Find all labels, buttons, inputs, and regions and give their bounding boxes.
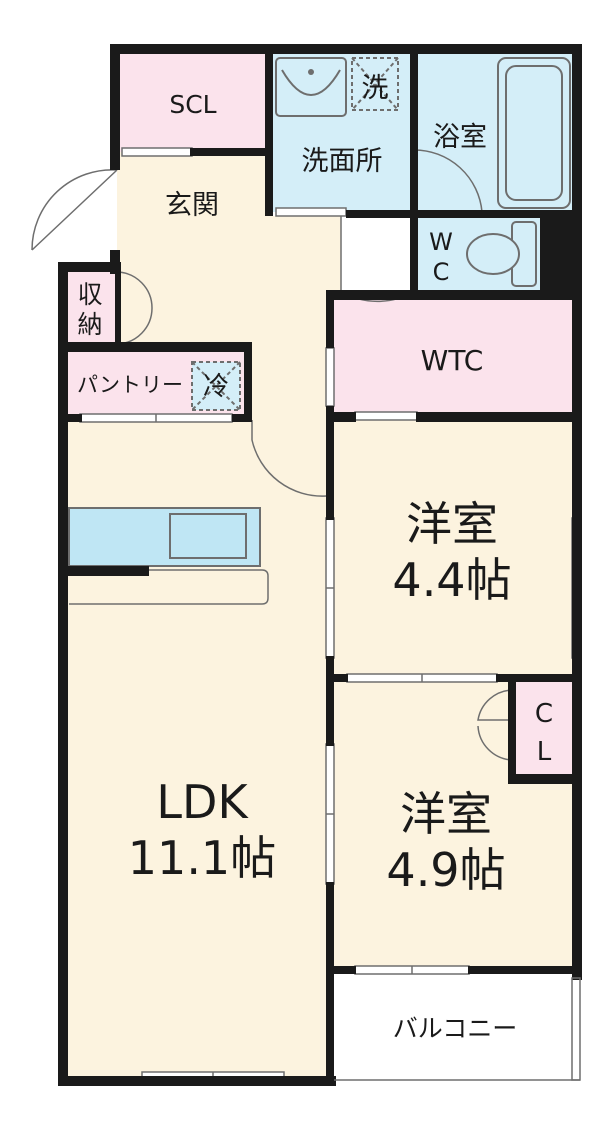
- wall-left-upper: [110, 44, 120, 170]
- cl-door-icon: [477, 689, 513, 761]
- washroom-label: 洗面所: [302, 146, 383, 177]
- washroom-opening: [275, 207, 347, 217]
- wall-storage-right: [115, 262, 121, 348]
- cl-c-label: C: [535, 699, 553, 729]
- scl-room: [117, 52, 269, 152]
- sink-icon: [169, 513, 247, 559]
- western1-size: 4.4帖: [392, 553, 511, 607]
- wall-kitchen-stub: [65, 566, 149, 576]
- wall-right-mid: [572, 290, 582, 980]
- wall-mid-1: [326, 406, 334, 520]
- scl-opening: [121, 147, 193, 157]
- cl-l-label: L: [537, 737, 552, 767]
- walls: [58, 44, 582, 1086]
- bath-door-icon: [413, 149, 483, 213]
- wall-balcony-top-r: [468, 966, 582, 974]
- western1-name: 洋室: [406, 497, 498, 551]
- wall-pantry-top: [58, 342, 252, 352]
- wtc-side-opening: [325, 347, 335, 407]
- wall-wc-bottom: [326, 290, 582, 300]
- fixtures: [68, 57, 571, 605]
- wall-right-upper: [572, 44, 582, 294]
- wtc-room: [331, 298, 574, 416]
- wall-mid-2: [326, 656, 334, 746]
- wall-bottom: [58, 1076, 336, 1086]
- storage-label-1: 収: [77, 280, 102, 309]
- storage-room: [65, 270, 117, 348]
- pantry-label: パントリー: [77, 373, 183, 397]
- wc-c-label: C: [433, 258, 450, 286]
- wall-ldk-top-left: [58, 414, 82, 422]
- wall-left-storage: [58, 262, 120, 272]
- wall-ldk-top-right: [232, 414, 252, 422]
- counter-extension-icon: [69, 569, 269, 605]
- storage-label-2: 納: [77, 310, 102, 339]
- wtc-opening: [354, 411, 418, 421]
- balcony-railing: [334, 977, 581, 1081]
- entrance-label: 玄関: [165, 190, 219, 221]
- ldk-door-icon: [251, 420, 327, 497]
- wall-scl-right: [265, 44, 273, 216]
- wall-wtc-bottom: [326, 412, 356, 422]
- wall-wc-right: [540, 210, 582, 294]
- washbasin-icon: [275, 57, 347, 117]
- wall-pantry-right: [244, 342, 252, 422]
- wc-w-label: W: [429, 228, 453, 256]
- entrance-door-icon: [31, 169, 118, 251]
- ldk-size: 11.1帖: [128, 831, 276, 885]
- washroom-door-icon: [340, 216, 415, 303]
- wall-left-outer: [58, 262, 68, 1084]
- bath-label: 浴室: [433, 122, 487, 153]
- ldk-name: LDK: [156, 775, 249, 829]
- scl-label: SCL: [169, 90, 216, 119]
- faucet-icon: [308, 69, 314, 75]
- western2-name: 洋室: [400, 787, 492, 841]
- wall-window-edge: [120, 1076, 124, 1086]
- balcony-label: バルコニー: [393, 1014, 518, 1043]
- wall-divider-right: [496, 674, 582, 682]
- wall-wtc-left: [326, 290, 334, 348]
- room-labels: SCL 洗 洗面所 浴室 玄関 W C 収 納 パントリー 冷 WTC 洋室 4…: [77, 73, 553, 1043]
- wall-mid-3: [326, 882, 334, 1086]
- fridge-mark-label: 冷: [203, 372, 229, 402]
- balcony-area: [331, 974, 574, 1076]
- wash-mark-label: 洗: [362, 73, 389, 104]
- western2-size: 4.9帖: [386, 843, 505, 897]
- wall-divider-left: [326, 674, 348, 682]
- wall-cl-left: [508, 674, 516, 782]
- cl-room: [512, 678, 574, 778]
- wall-scl-bottom: [190, 148, 270, 156]
- wall-balcony-top-l: [326, 966, 356, 974]
- wall-wash-bottom: [346, 210, 582, 218]
- toilet-bowl-icon: [466, 233, 520, 275]
- wall-top: [110, 44, 582, 54]
- wall-cl-bottom: [508, 774, 582, 784]
- wtc-label: WTC: [421, 344, 484, 377]
- wall-wash-bath: [410, 44, 418, 294]
- basin-bowl-icon: [281, 69, 341, 96]
- wall-wtc-bottom-r: [416, 412, 582, 422]
- western1-room: [331, 420, 574, 678]
